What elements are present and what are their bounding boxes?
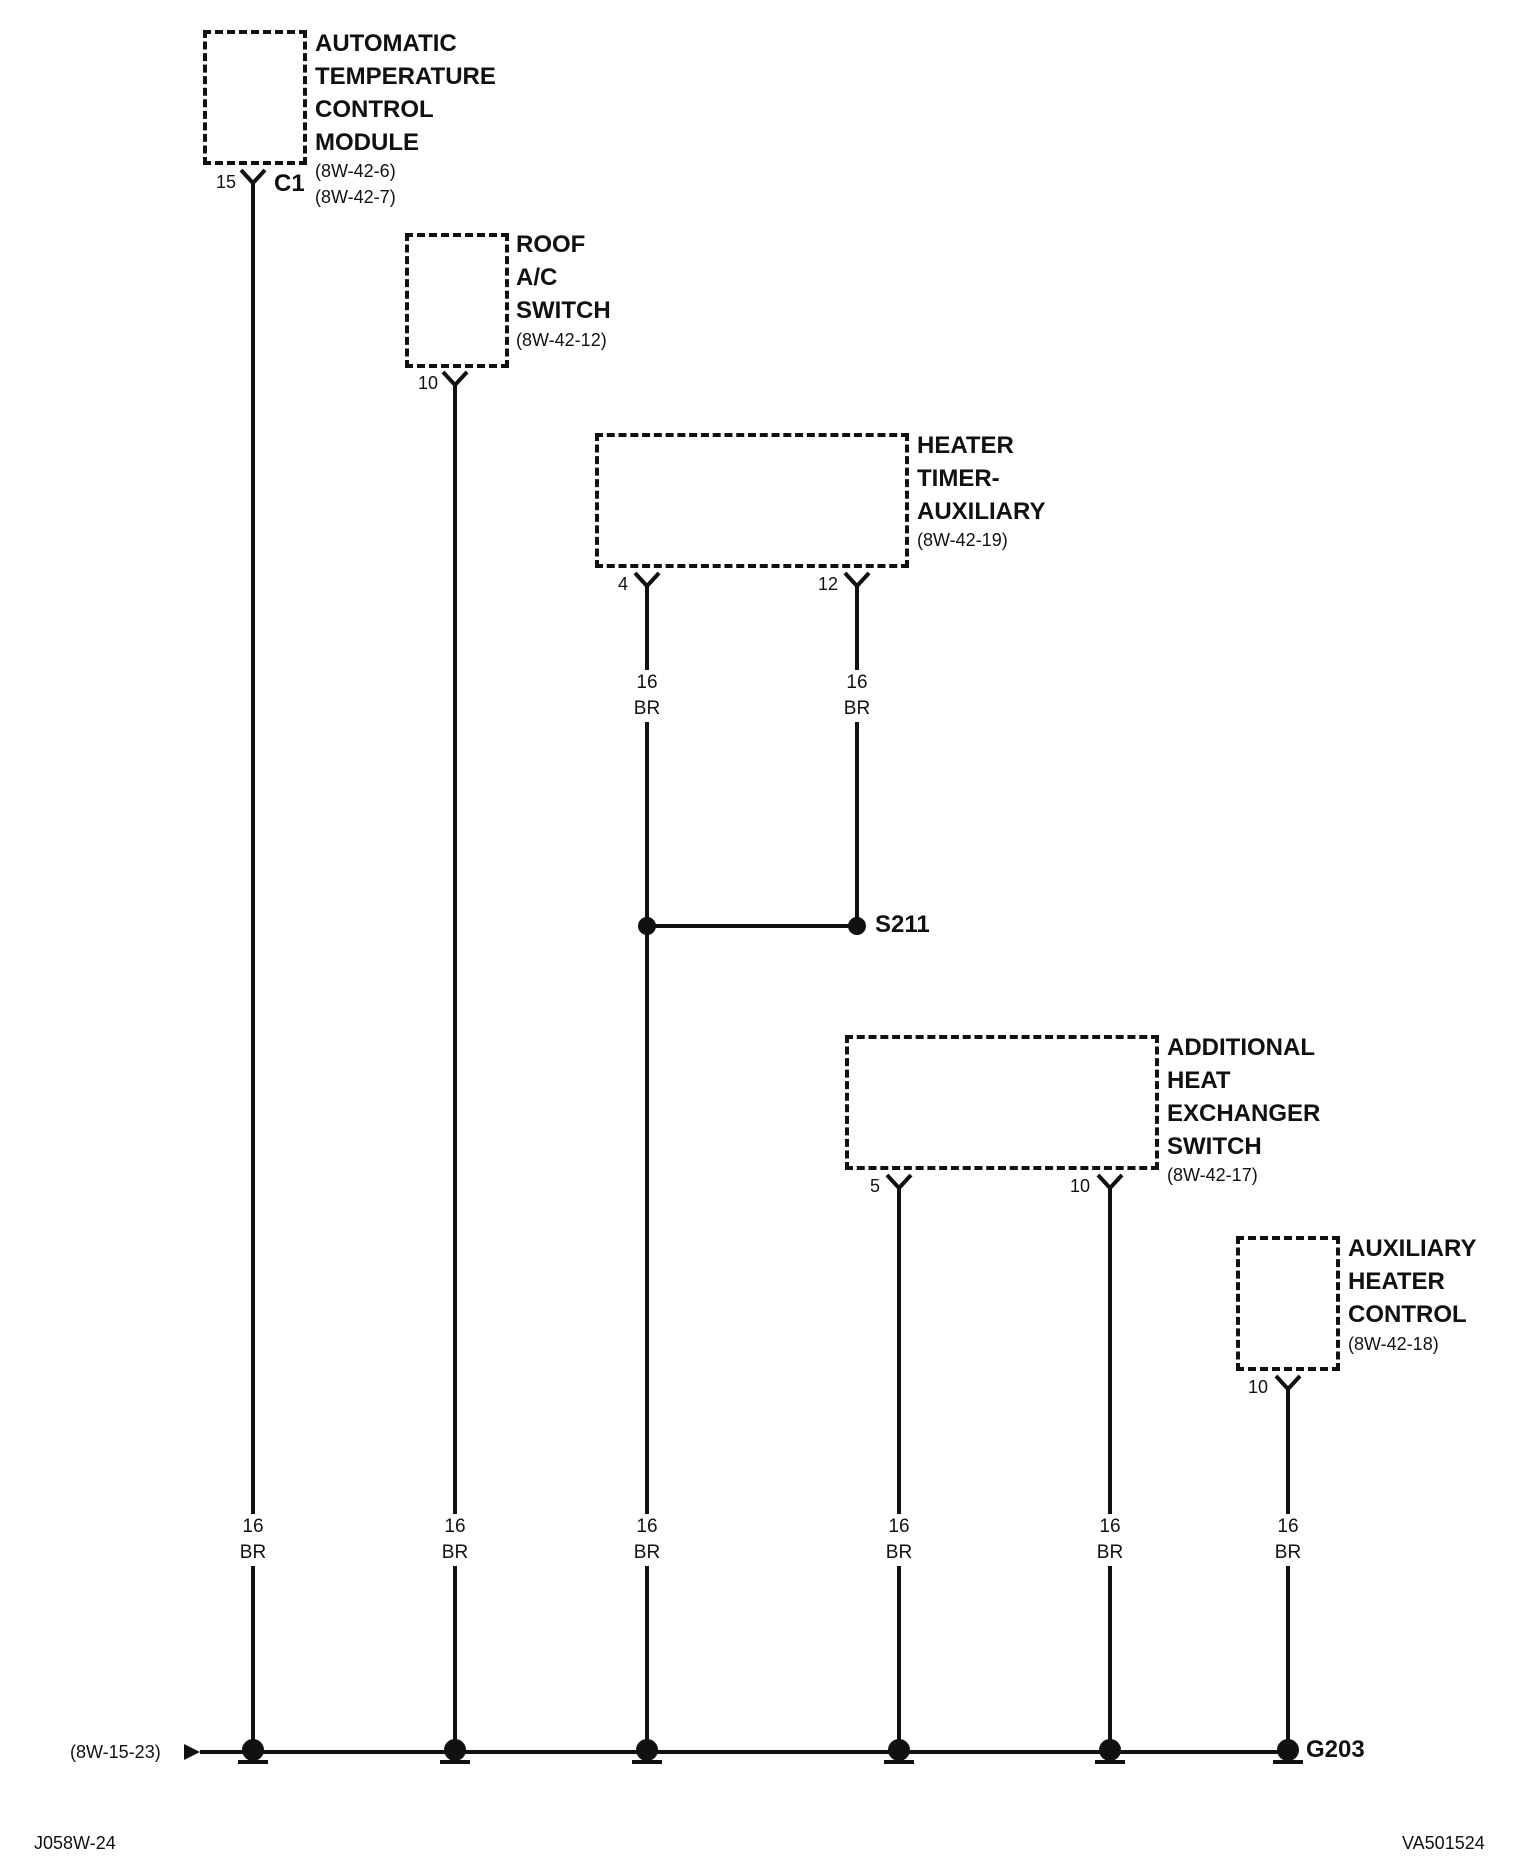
additional-switch-box [845,1035,1159,1170]
splice-dot [848,917,866,935]
ground-dot [242,1739,264,1761]
connector-chevron [843,571,871,589]
roof-switch-box [405,233,509,368]
wire-gauge: 16 [1099,1516,1121,1537]
wire-color: BR [633,1542,661,1563]
heater-timer-pin-12: 12 [817,574,838,594]
roof-switch-ref: (8W-42-12) [516,330,607,350]
ground-ref: (8W-15-23) [70,1742,161,1762]
wire-color: BR [441,1542,469,1563]
connector-chevron [885,1173,913,1191]
wire-color: BR [843,698,871,719]
splice-dot [638,917,656,935]
heater-timer-pin-4: 4 [617,574,628,594]
wire-gauge: 16 [636,672,658,693]
wire-gauge: 16 [1277,1516,1299,1537]
wire-gauge: 16 [242,1516,264,1537]
wire-gauge: 16 [636,1516,658,1537]
connector-chevron [239,168,267,186]
heater-timer-ref: (8W-42-19) [917,530,1008,550]
footer-left: J058W-24 [34,1833,116,1853]
roof-pin: 10 [417,373,438,393]
splice-label: S211 [875,911,930,938]
ground-label: G203 [1306,1736,1365,1763]
wire-color: BR [885,1542,913,1563]
aux-heater-pin: 10 [1247,1377,1268,1397]
ground-dot [888,1739,910,1761]
wire-gauge: 16 [888,1516,910,1537]
ground-arrow-icon [184,1744,200,1760]
ground-dot [636,1739,658,1761]
ground-dot [1099,1739,1121,1761]
additional-pin-5: 5 [869,1176,880,1196]
connector-chevron [441,370,469,388]
heater-timer-box [595,433,909,568]
additional-switch-ref: (8W-42-17) [1167,1165,1258,1185]
roof-switch-name: ROOF A/C SWITCH [516,231,611,324]
atc-module-name: AUTOMATIC TEMPERATURE CONTROL MODULE [315,30,496,156]
connector-chevron [1096,1173,1124,1191]
connector-chevron [633,571,661,589]
aux-heater-ref: (8W-42-18) [1348,1334,1439,1354]
wire-color: BR [1096,1542,1124,1563]
wire-color: BR [633,698,661,719]
ground-dot [444,1739,466,1761]
wire-color: BR [1274,1542,1302,1563]
atc-module-ref: (8W-42-6) (8W-42-7) [315,161,396,207]
aux-heater-box [1236,1236,1340,1371]
atc-pin: 15 [215,172,236,192]
footer-right: VA501524 [1402,1833,1485,1853]
ground-dot [1277,1739,1299,1761]
aux-heater-name: AUXILIARY HEATER CONTROL [1348,1235,1477,1328]
wire-gauge: 16 [846,672,868,693]
wire-gauge: 16 [444,1516,466,1537]
atc-module-box [203,30,307,165]
heater-timer-name: HEATER TIMER- AUXILIARY [917,432,1046,525]
additional-switch-name: ADDITIONAL HEAT EXCHANGER SWITCH [1167,1034,1321,1160]
additional-pin-10: 10 [1069,1176,1090,1196]
wire-color: BR [239,1542,267,1563]
atc-connector: C1 [274,170,305,197]
connector-chevron [1274,1374,1302,1392]
